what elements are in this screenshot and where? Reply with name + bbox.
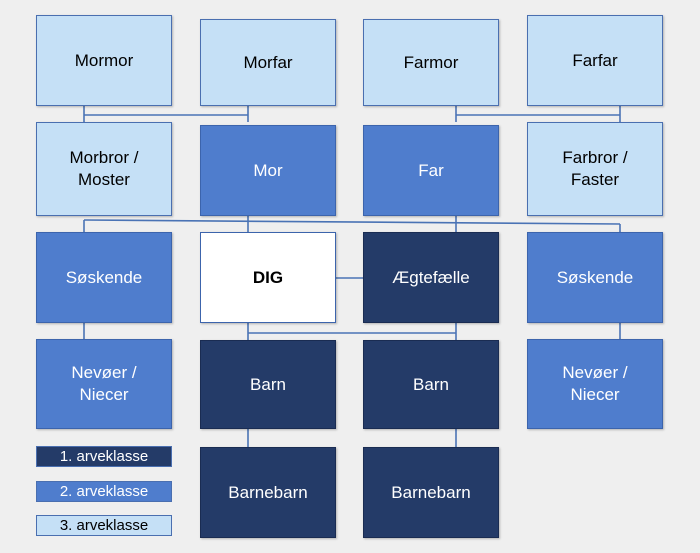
node-nevoer-left: Nevøer / Niecer [36,339,172,429]
node-dig: DIG [200,232,336,323]
node-soskende-right: Søskende [527,232,663,323]
node-barnebarn-left: Barnebarn [200,447,336,538]
node-morfar: Morfar [200,19,336,106]
node-farmor: Farmor [363,19,499,106]
node-soskende-left: Søskende [36,232,172,323]
node-barnebarn-right: Barnebarn [363,447,499,538]
node-mor: Mor [200,125,336,216]
node-far: Far [363,125,499,216]
node-farbror-faster: Farbror / Faster [527,122,663,216]
connector [83,219,621,225]
node-mormor: Mormor [36,15,172,106]
node-barn-right: Barn [363,340,499,429]
node-farfar: Farfar [527,15,663,106]
node-aegtefaelle: Ægtefælle [363,232,499,323]
legend-class3: 3. arveklasse [36,515,172,536]
legend-class2: 2. arveklasse [36,481,172,502]
node-barn-left: Barn [200,340,336,429]
node-morbror-moster: Morbror / Moster [36,122,172,216]
legend-class1: 1. arveklasse [36,446,172,467]
node-nevoer-right: Nevøer / Niecer [527,339,663,429]
